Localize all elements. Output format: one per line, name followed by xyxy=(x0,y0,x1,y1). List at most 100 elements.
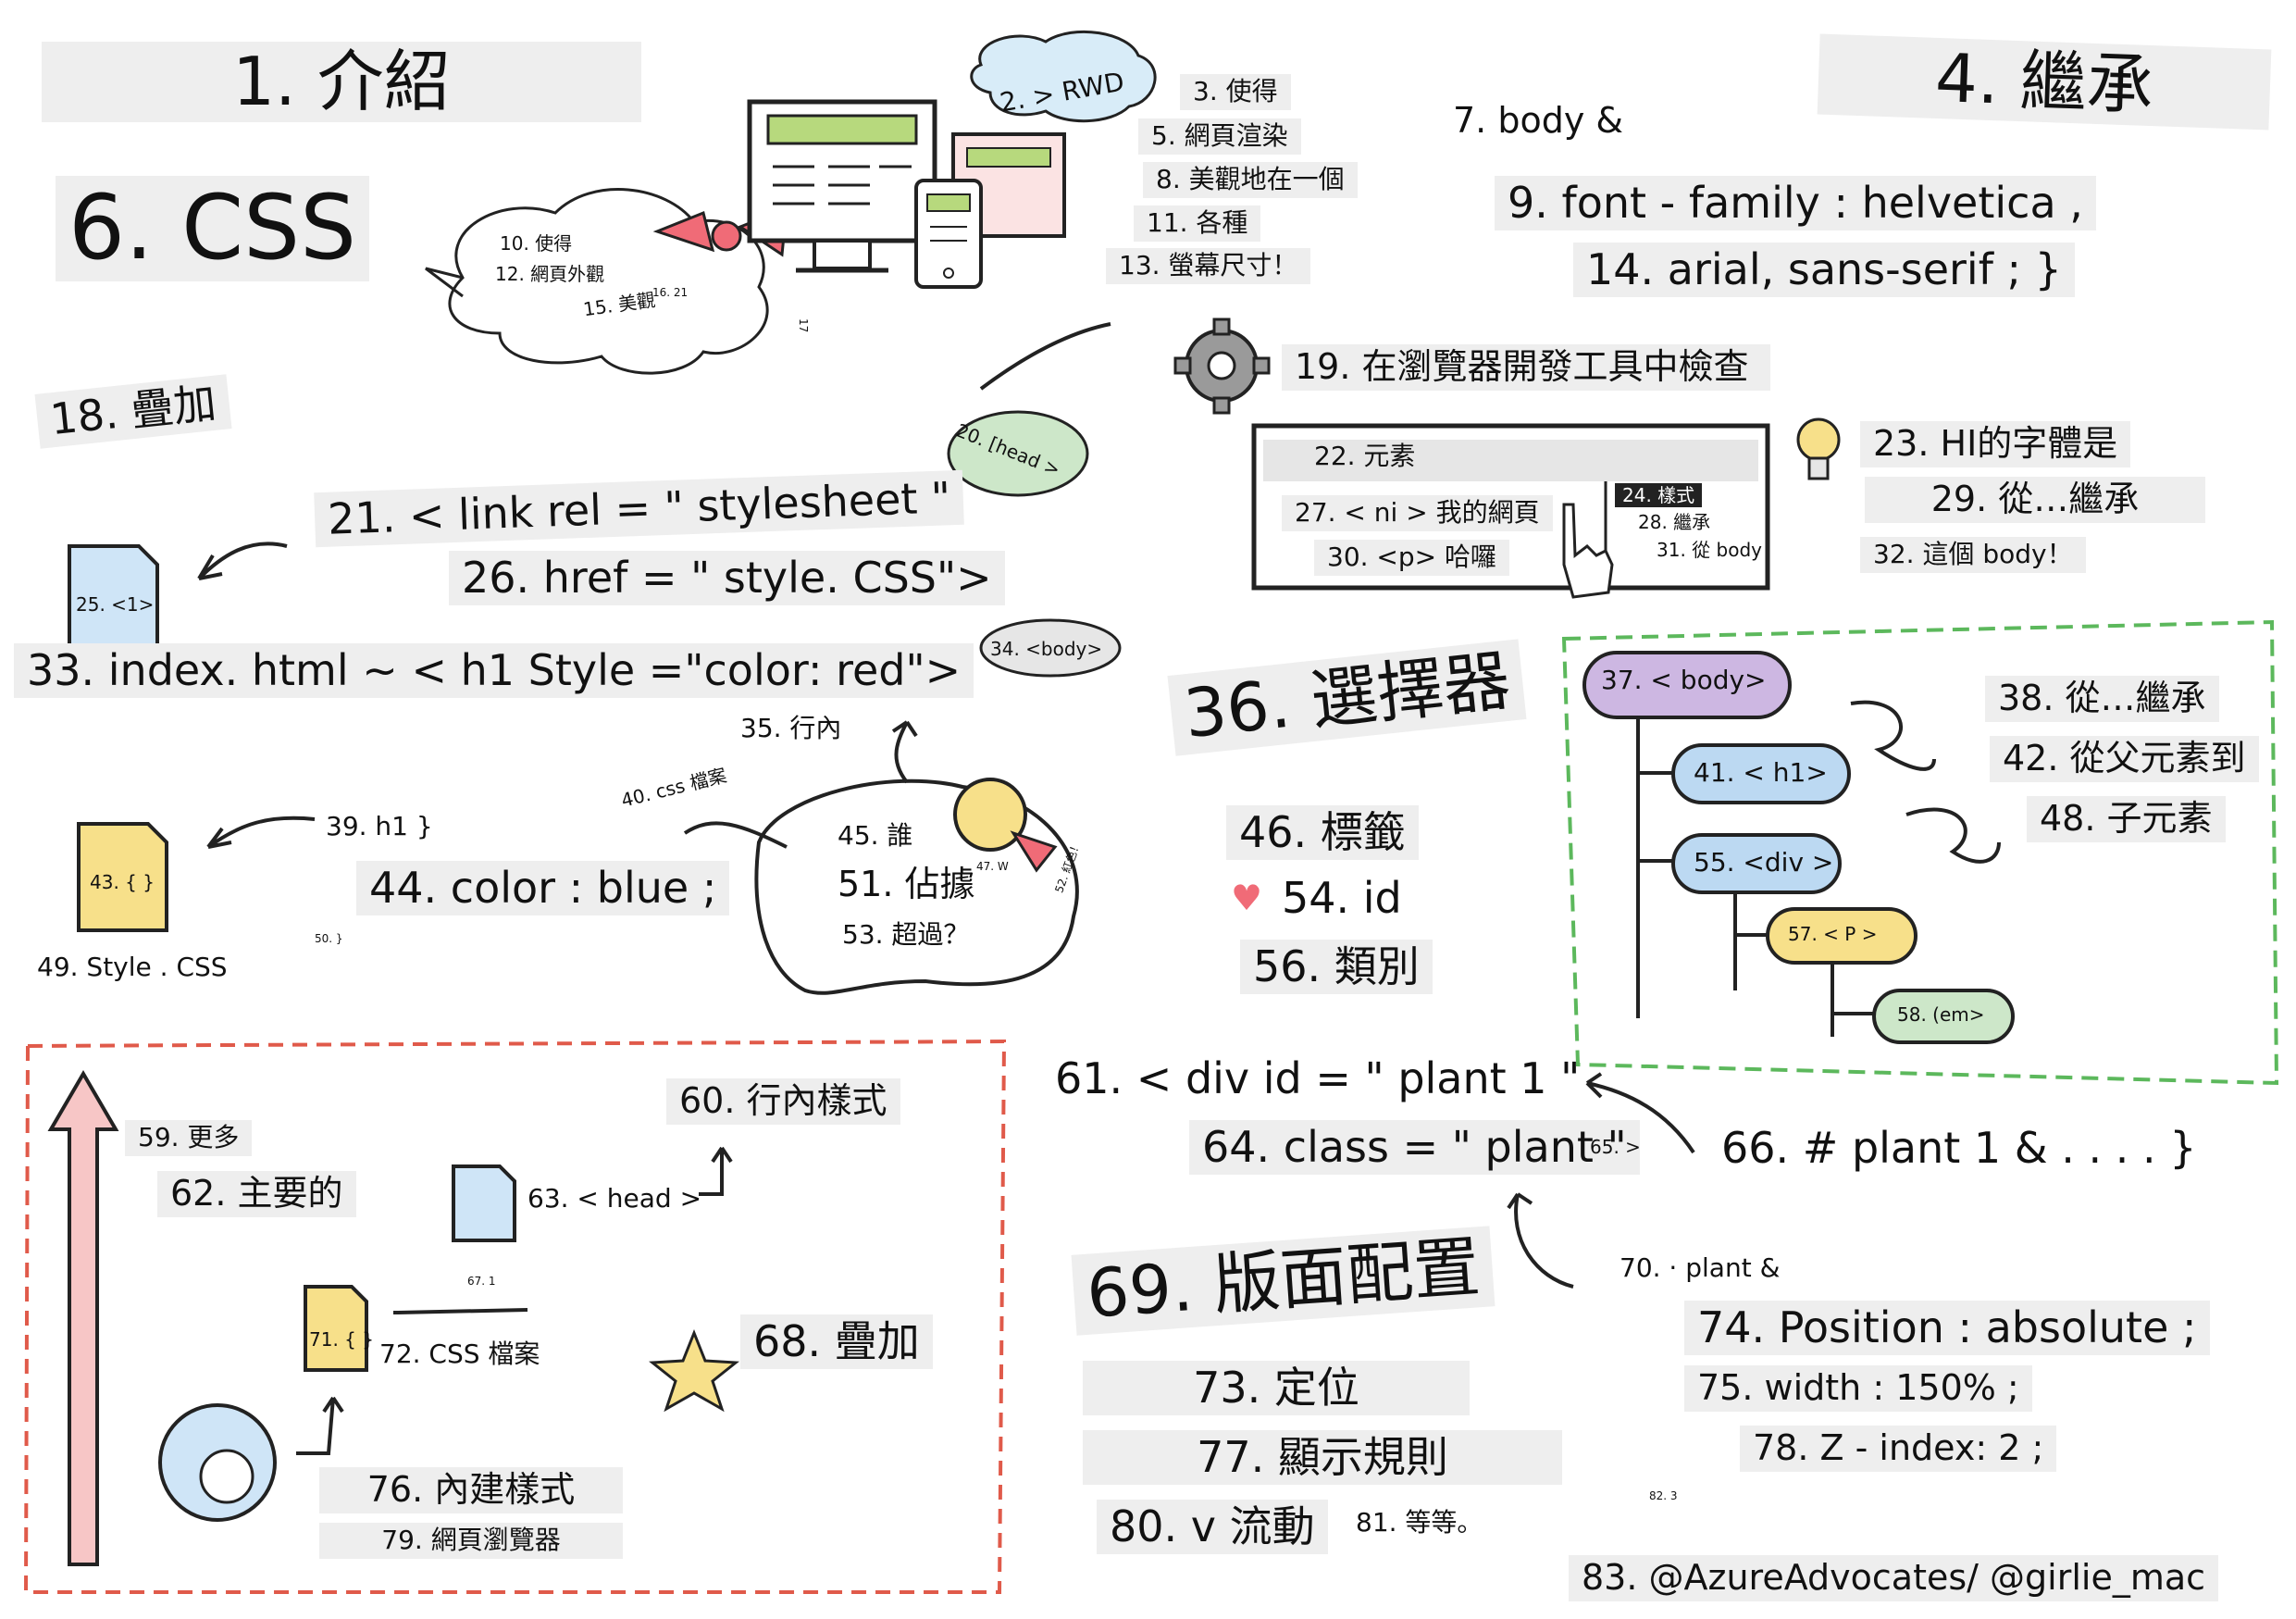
rwd-cloud xyxy=(970,30,1157,123)
label-24: 24. 樣式 xyxy=(1615,483,1703,507)
label-51: 51. 佔據 xyxy=(838,864,975,904)
label-53: 53. 超過？ xyxy=(842,919,970,950)
label-5: 5. 網頁渲染 xyxy=(1138,118,1301,155)
label-54: 54. id xyxy=(1282,873,1402,923)
label-11: 11. 各種 xyxy=(1134,205,1261,242)
selector-tree-frame xyxy=(1561,619,2279,1086)
browser-logo-icon xyxy=(158,1403,277,1522)
label-71: 71. { } xyxy=(309,1328,374,1351)
title-inheritance: 4. 繼承 xyxy=(1817,33,2272,131)
label-58: 58. (em> xyxy=(1897,1003,1985,1026)
label-44: 44. color : blue ; xyxy=(356,861,730,915)
div-node-pill xyxy=(1671,833,1842,894)
label-68: 68. 疊加 xyxy=(740,1314,933,1369)
head-speech-bubble xyxy=(947,410,1089,497)
label-7: 7. body & xyxy=(1453,100,1624,141)
label-65: 65. > xyxy=(1590,1136,1641,1158)
label-37: 37. < body> xyxy=(1601,665,1767,695)
label-77: 77. 顯示規則 xyxy=(1083,1430,1562,1485)
label-9: 9. font - family : helvetica , xyxy=(1495,176,2096,230)
monitor-icon xyxy=(747,99,937,273)
h1-node-pill xyxy=(1671,743,1851,804)
label-29: 29. 從…繼承 xyxy=(1865,477,2205,523)
label-13: 13. 螢幕尺寸！ xyxy=(1106,248,1311,284)
label-33: 33. index. html ~ < h1 Style ="color: re… xyxy=(14,643,974,698)
label-47: 47. W xyxy=(976,860,1009,873)
label-25: 25. <1> xyxy=(76,593,155,616)
label-43: 43. { } xyxy=(90,871,155,893)
lightbulb-icon xyxy=(1796,417,1841,480)
label-76: 76. 內建樣式 xyxy=(319,1467,623,1513)
label-28: 28. 繼承 xyxy=(1638,511,1711,533)
heart-icon: ♥ xyxy=(1231,878,1263,918)
label-83-credit: 83. @AzureAdvocates/ @girlie_mac xyxy=(1569,1555,2219,1601)
label-81: 81. 等等。 xyxy=(1356,1507,1483,1538)
label-14: 14. arial, sans-serif ; } xyxy=(1573,243,2075,297)
label-10: 10. 使得 xyxy=(500,232,573,255)
label-67: 67. 1 xyxy=(467,1275,496,1288)
medal-icon xyxy=(953,778,1058,873)
body-speech-bubble xyxy=(979,618,1122,678)
label-17: 17 xyxy=(797,318,811,333)
label-62: 62. 主要的 xyxy=(157,1171,356,1217)
label-49: 49. Style . CSS xyxy=(37,952,228,982)
label-39: 39. h1 } xyxy=(326,811,433,841)
label-12: 12. 網頁外觀 xyxy=(495,263,605,285)
p-node-pill xyxy=(1766,907,1917,965)
label-70: 70. · plant & xyxy=(1620,1252,1781,1283)
label-55: 55. <div > xyxy=(1694,847,1834,878)
title-css: 6. CSS xyxy=(56,176,370,281)
title-introduction: 1. 介紹 xyxy=(42,42,641,123)
label-74: 74. Position : absolute ; xyxy=(1684,1301,2210,1355)
label-78: 78. Z - index: 2 ; xyxy=(1740,1426,2057,1472)
phone-icon xyxy=(914,179,983,289)
label-27: 27. < ni > 我的網頁 xyxy=(1282,495,1553,531)
label-22: 22. 元素 xyxy=(1314,441,1416,471)
label-63: 63. < head > xyxy=(527,1183,702,1214)
label-48: 48. 子元素 xyxy=(2027,796,2226,842)
label-61: 61. < div id = " plant 1 " xyxy=(1055,1053,1581,1103)
code-file-icon xyxy=(452,1164,516,1242)
label-45: 45. 誰 xyxy=(838,820,913,851)
label-59: 59. 更多 xyxy=(125,1120,253,1156)
label-66: 66. # plant 1 & . . . . } xyxy=(1721,1123,2197,1173)
label-23: 23. HI的字體是 xyxy=(1860,421,2131,467)
label-56: 56. 類別 xyxy=(1240,940,1433,994)
cloud-tail xyxy=(425,267,464,298)
star-icon xyxy=(649,1328,739,1413)
label-32: 32. 這個 body！ xyxy=(1860,537,2086,573)
label-50: 50. } xyxy=(315,932,343,945)
gear-icon xyxy=(1173,318,1271,415)
label-35: 35. 行內 xyxy=(740,713,842,743)
label-8: 8. 美觀地在一個 xyxy=(1143,162,1358,198)
css-file-icon-small xyxy=(304,1285,368,1372)
priority-up-arrow xyxy=(47,1070,119,1566)
label-64: 64. class = " plant " xyxy=(1189,1120,1640,1175)
label-46: 46. 標籤 xyxy=(1226,805,1419,860)
html-file-icon xyxy=(68,544,159,650)
label-3: 3. 使得 xyxy=(1180,74,1291,110)
label-16: 16. 21 xyxy=(652,286,689,299)
label-57: 57. < P > xyxy=(1788,923,1878,945)
label-26: 26. href = " style. CSS"> xyxy=(449,551,1005,605)
connector-arrows xyxy=(197,322,1695,1455)
body-node-pill xyxy=(1582,651,1792,719)
label-79: 79. 網頁瀏覽器 xyxy=(319,1523,623,1559)
label-82: 82. 3 xyxy=(1649,1489,1678,1502)
label-60: 60. 行內樣式 xyxy=(666,1078,900,1125)
label-42: 42. 從父元素到 xyxy=(1990,736,2259,782)
label-73: 73. 定位 xyxy=(1083,1361,1470,1415)
label-30: 30. <p> 哈囉 xyxy=(1314,540,1510,576)
hand-pointer-icon xyxy=(1562,503,1614,599)
label-41: 41. < h1> xyxy=(1694,757,1828,788)
css-file-icon xyxy=(77,822,168,932)
label-19: 19. 在瀏覽器開發工具中檢查 xyxy=(1282,344,1770,391)
label-72: 72. CSS 檔案 xyxy=(379,1339,540,1369)
em-node-pill xyxy=(1872,989,2015,1044)
cascade-order-frame xyxy=(23,1039,1007,1594)
label-75: 75. width : 150% ; xyxy=(1684,1365,2032,1412)
label-31: 31. 從 body xyxy=(1657,539,1762,561)
label-38: 38. 從…繼承 xyxy=(1985,676,2219,722)
